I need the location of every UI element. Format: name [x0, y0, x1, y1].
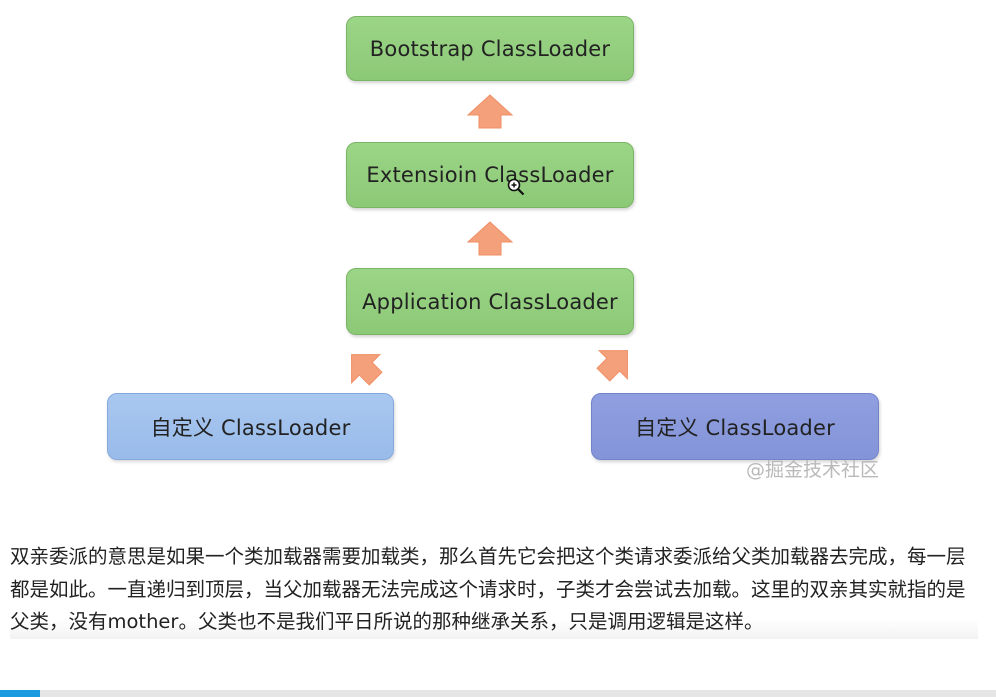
custom-classloader-right-node: 自定义 ClassLoader — [591, 393, 879, 460]
arrow-custom-right-to-application — [596, 350, 628, 382]
arrow-application-to-extension — [466, 221, 514, 256]
zoom-in-icon — [507, 178, 525, 196]
watermark: @掘金技术社区 — [746, 459, 880, 481]
video-progress-fill — [0, 690, 40, 697]
custom-classloader-left-node: 自定义 ClassLoader — [107, 393, 394, 460]
custom-classloader-right-label: 自定义 ClassLoader — [635, 415, 835, 440]
description-paragraph: 双亲委派的意思是如果一个类加载器需要加载类，那么首先它会把这个类请求委派给父类加… — [10, 541, 978, 639]
extension-classloader-node: Extensioin ClassLoader — [346, 142, 634, 208]
application-classloader-node: Application ClassLoader — [346, 268, 634, 335]
arrow-custom-left-to-application — [351, 354, 383, 386]
bootstrap-classloader-node: Bootstrap ClassLoader — [346, 16, 634, 81]
custom-classloader-left-label: 自定义 ClassLoader — [150, 415, 351, 440]
bootstrap-classloader-label: Bootstrap ClassLoader — [369, 36, 611, 61]
arrow-extension-to-bootstrap — [466, 94, 514, 129]
extension-classloader-label: Extensioin ClassLoader — [366, 163, 614, 187]
video-progress-track[interactable] — [0, 690, 996, 697]
application-classloader-label: Application ClassLoader — [362, 289, 618, 314]
